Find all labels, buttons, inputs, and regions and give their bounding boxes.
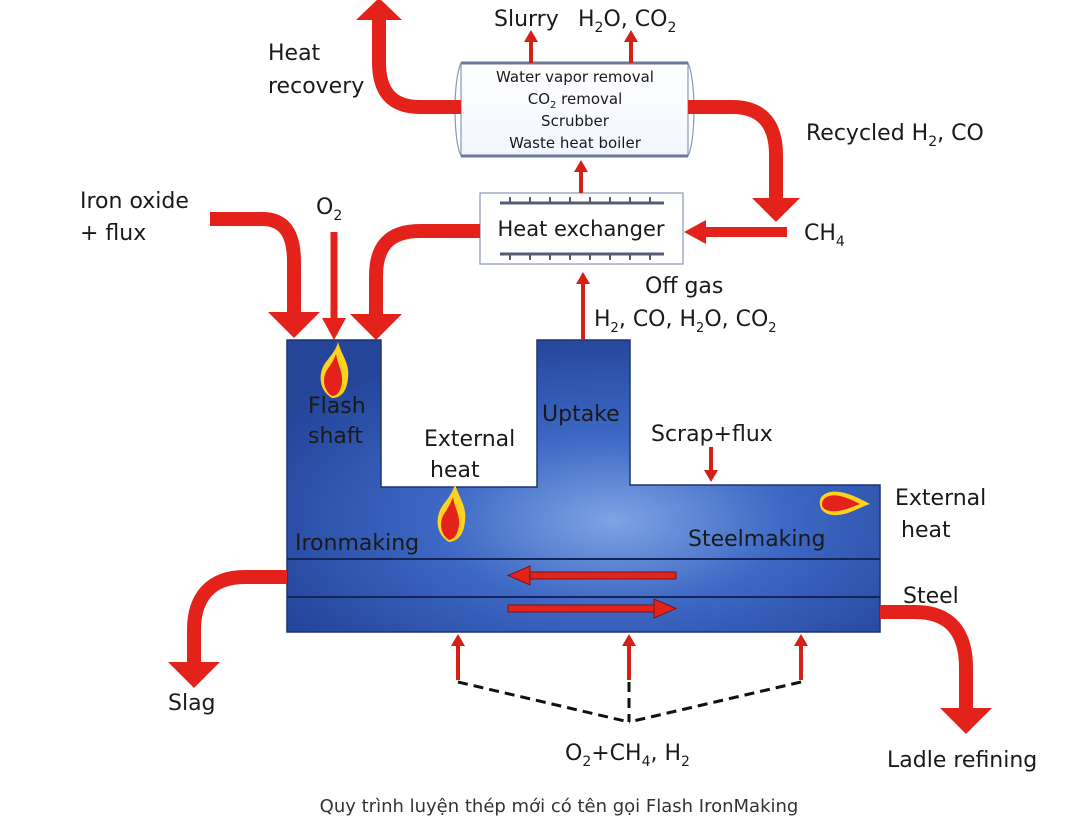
furnace (286, 339, 881, 633)
steel-label: Steel (903, 584, 959, 609)
ladle-refining-label: Ladle refining (887, 748, 1037, 773)
heat-exchanger-fins (509, 197, 651, 260)
co2-removal-label: CO2 removal (528, 90, 623, 111)
gas-treatment-box: Water vapor removal CO2 removal Scrubber… (454, 61, 695, 158)
slurry-label: Slurry (494, 7, 559, 32)
recycled-gas-arrow (688, 100, 800, 222)
recycled-gas-label: Recycled H2, CO (806, 121, 984, 150)
external-heat-right-label-line2: heat (901, 518, 951, 543)
flame-icon (437, 484, 466, 542)
o2-feed-arrow (322, 232, 346, 340)
ch4-label: CH4 (804, 221, 845, 250)
heat-recovery-label-line2: recovery (268, 74, 364, 99)
heat-exchanger-label: Heat exchanger (497, 217, 664, 241)
preheated-gas-arrow (350, 224, 480, 340)
bottom-gas-distribution-lines (457, 680, 802, 724)
bottom-gas-label: O2+CH4, H2 (565, 741, 690, 770)
ch4-feed-arrow (684, 220, 787, 244)
bottom-injection-arrow (622, 634, 636, 680)
slag-tap-arrow (168, 570, 287, 688)
heat-recovery-arrow (356, 0, 461, 114)
off-gas-species-label: H2, CO, H2O, CO2 (594, 307, 777, 336)
flash-shaft-label-line2: shaft (308, 424, 363, 449)
figure-caption: Quy trình luyện thép mới có tên gọi Flas… (320, 796, 799, 817)
bath-flow-right-arrow (507, 598, 678, 619)
heat-exchanger-box: Heat exchanger (479, 192, 684, 265)
steelmaking-label: Steelmaking (688, 527, 825, 552)
external-heat-mid-label-line1: External (424, 427, 515, 452)
steel-tap-arrow (880, 605, 992, 734)
off-gas-label: Off gas (645, 274, 723, 299)
scrap-flux-feed-arrow (704, 447, 718, 482)
iron-oxide-label-line2: + flux (80, 221, 146, 246)
o2-label: O2 (316, 195, 342, 224)
flame-icon (320, 342, 349, 398)
water-vapor-removal-label: Water vapor removal (496, 68, 654, 86)
waste-heat-boiler-label: Waste heat boiler (509, 134, 642, 152)
iron-oxide-feed-arrow (210, 212, 320, 338)
slurry-outlet-arrow (524, 30, 538, 63)
h2o-co2-outlet-arrow (624, 30, 638, 63)
uptake-label: Uptake (542, 402, 620, 427)
heat-recovery-label-line1: Heat (268, 41, 321, 66)
h2o-co2-label: H2O, CO2 (578, 7, 676, 36)
iron-oxide-label-line1: Iron oxide (80, 189, 189, 214)
scrubber-label: Scrubber (541, 112, 610, 130)
scrap-flux-label: Scrap+flux (651, 422, 773, 447)
flash-shaft-label-line1: Flash (308, 394, 366, 419)
external-heat-right-label-line1: External (895, 486, 986, 511)
bottom-injection-arrow (451, 634, 465, 680)
bath-flow-left-arrow (506, 565, 677, 586)
external-heat-mid-label-line2: heat (430, 458, 480, 483)
slag-label: Slag (168, 691, 216, 716)
flame-icon (819, 491, 870, 516)
bottom-injection-arrow (794, 634, 808, 680)
ironmaking-label: Ironmaking (295, 531, 419, 556)
off-gas-uptake-arrow (576, 272, 590, 340)
heat-exchanger-to-treatment-arrow (574, 160, 588, 193)
